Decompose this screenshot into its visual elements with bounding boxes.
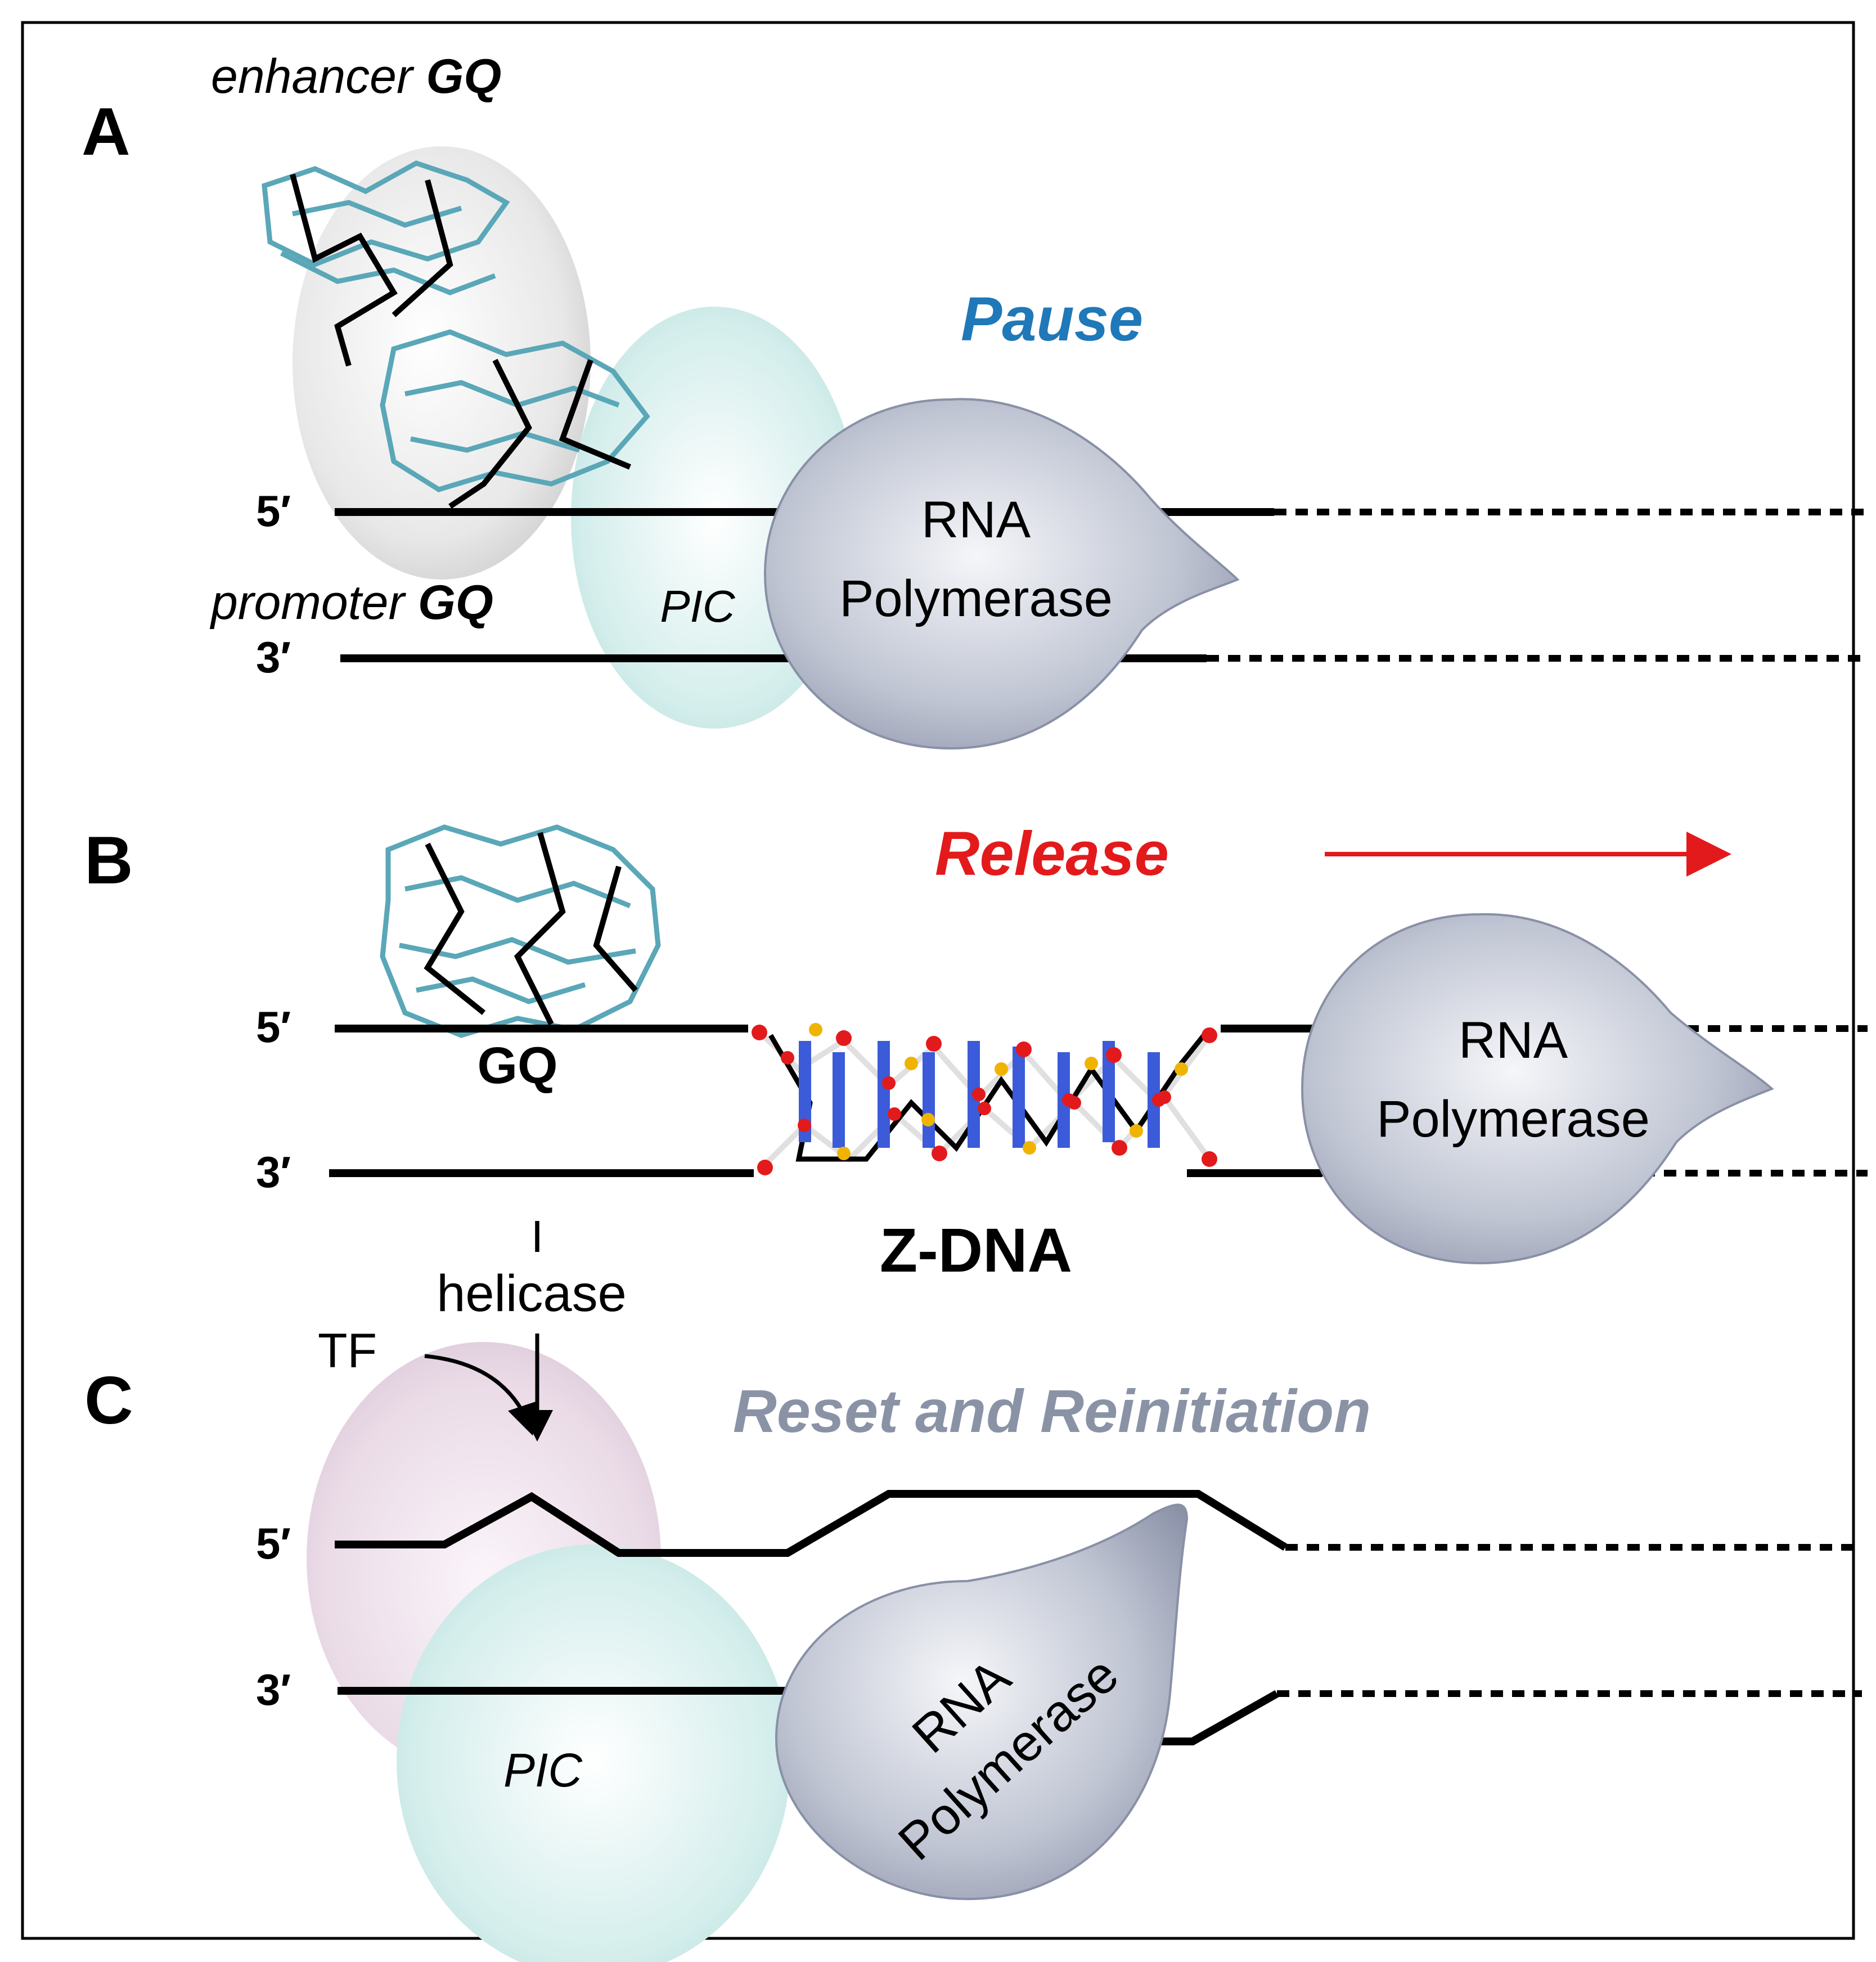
panel-b-three-prime: 3′ — [256, 1147, 291, 1197]
rna-polymerase-b-line1: RNA — [1459, 1012, 1568, 1069]
pic-c-blob — [397, 1545, 790, 1962]
rna-polymerase-b — [1301, 913, 1774, 1265]
enhancer-gq-structure — [262, 160, 650, 492]
tf-label: TF — [318, 1324, 377, 1378]
rna-polymerase-a — [763, 398, 1240, 750]
pic-c-label: PIC — [503, 1744, 583, 1797]
panel-c-letter: C — [84, 1363, 133, 1438]
gq-structure-b — [380, 824, 661, 1038]
enhancer-gq-label: enhancer GQ — [211, 50, 501, 104]
panel-a: A enhancer GQ PIC 5′ 3′ promoter — [82, 50, 1868, 750]
panel-b-letter: B — [84, 823, 133, 898]
reset-reinitiation-label: Reset and Reinitiation — [733, 1377, 1371, 1445]
panel-c-top-strand — [335, 1490, 1288, 1557]
panel-c-five-prime: 5′ — [256, 1519, 291, 1568]
panel-a-five-prime: 5′ — [256, 486, 291, 536]
pause-label: Pause — [961, 285, 1143, 354]
panel-a-three-prime: 3′ — [256, 632, 291, 682]
panel-c-three-prime: 3′ — [256, 1665, 291, 1714]
helicase-tick: I — [531, 1211, 543, 1261]
helicase-label: helicase — [437, 1265, 627, 1322]
rna-polymerase-a-line1: RNA — [921, 491, 1031, 549]
figure-frame — [21, 21, 1855, 1940]
promoter-gq-label: promoter GQ — [209, 576, 493, 630]
panel-b-five-prime: 5′ — [256, 1002, 291, 1052]
rna-polymerase-c — [775, 1503, 1189, 1901]
rna-polymerase-b-line2: Polymerase — [1376, 1090, 1650, 1148]
gq-label-b: GQ — [477, 1037, 557, 1094]
release-label: Release — [935, 819, 1169, 888]
z-dna-structure — [752, 1023, 1217, 1175]
pic-a-label: PIC — [660, 581, 736, 631]
enhancer-blob — [293, 146, 591, 580]
panel-a-letter: A — [82, 94, 131, 169]
z-dna-label: Z-DNA — [880, 1216, 1072, 1285]
rna-polymerase-a-line2: Polymerase — [839, 570, 1113, 627]
panel-b: B Release 5′ 3′ GQ — [84, 819, 1868, 1285]
panel-c: C PIC I helicase TF Reset and Reinitiati… — [84, 1211, 1862, 1962]
tf-arrow — [424, 1354, 538, 1436]
